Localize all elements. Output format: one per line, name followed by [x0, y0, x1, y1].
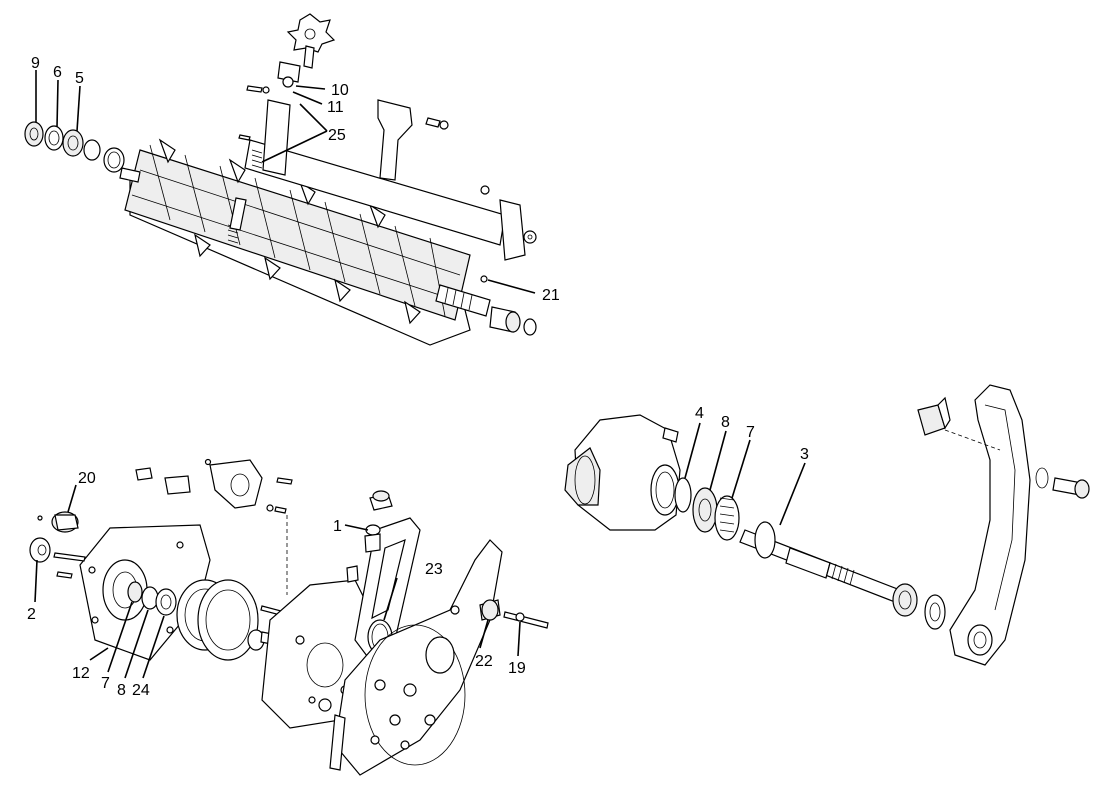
roller-arm-assembly: [564, 384, 1090, 666]
callout-24: 24: [132, 682, 150, 699]
callout-11: 11: [327, 99, 344, 116]
callout-23: 23: [425, 561, 443, 578]
callout-21: 21: [542, 287, 560, 304]
callout-25: 25: [328, 127, 346, 144]
callout-2: 2: [27, 606, 36, 623]
cutting-cylinder-assembly: [24, 13, 537, 346]
callout-22: 22: [475, 653, 493, 670]
callout-labels: 9 6 5 10 11 25 21 20 2 1 23 12 7 8 24 22…: [27, 55, 809, 699]
leader-lines: [34, 70, 806, 679]
callout-1: 1: [333, 518, 342, 535]
side-plate-gear-assembly: [29, 458, 549, 776]
callout-3: 3: [800, 446, 809, 463]
callout-7-bottom: 7: [101, 675, 110, 692]
callout-20: 20: [78, 470, 96, 487]
callout-7-top: 7: [746, 424, 755, 441]
callout-9: 9: [31, 55, 40, 72]
callout-12: 12: [72, 665, 90, 682]
callout-8-bottom: 8: [117, 682, 126, 699]
callout-4: 4: [695, 405, 704, 422]
callout-5: 5: [75, 70, 84, 87]
callout-19: 19: [508, 660, 526, 677]
callout-6: 6: [53, 64, 62, 81]
callout-8-top: 8: [721, 414, 730, 431]
callout-10: 10: [331, 82, 349, 99]
